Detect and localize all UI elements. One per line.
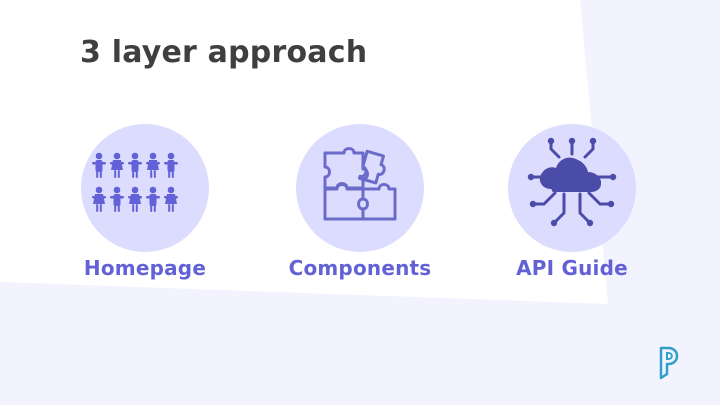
homepage-card: Homepage bbox=[55, 124, 235, 294]
slide-title: 3 layer approach bbox=[80, 35, 368, 70]
puzzle-icon bbox=[323, 147, 397, 221]
people-icon bbox=[92, 152, 178, 212]
api-guide-circle bbox=[508, 124, 636, 252]
components-label: Components bbox=[288, 256, 432, 280]
homepage-label: Homepage bbox=[83, 256, 207, 280]
p-logo-icon bbox=[659, 346, 679, 380]
components-card: Components bbox=[270, 124, 450, 294]
api-guide-card: API Guide bbox=[482, 124, 662, 294]
api-guide-label: API Guide bbox=[516, 256, 628, 280]
cloud-network-icon bbox=[527, 137, 617, 227]
components-circle bbox=[296, 124, 424, 252]
homepage-circle bbox=[81, 124, 209, 252]
